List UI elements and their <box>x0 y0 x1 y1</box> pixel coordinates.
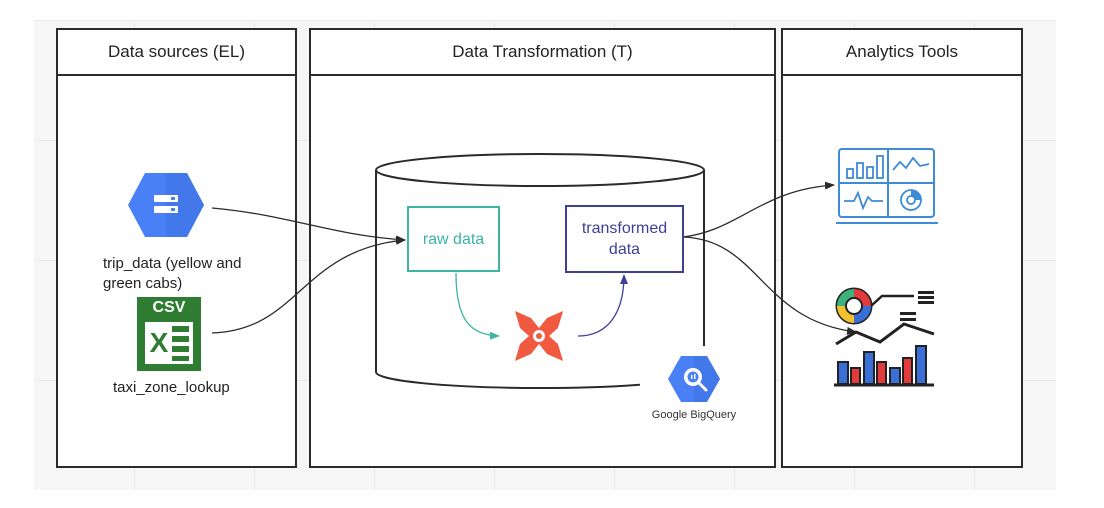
column-header-data-transformation: Data Transformation (T) <box>311 30 774 76</box>
google-bigquery-icon <box>668 356 720 402</box>
arrow-raw-to-dbt <box>455 272 500 340</box>
dbt-tile <box>501 298 577 374</box>
cloud-storage-tile <box>124 166 208 244</box>
arrow-transformed-to-reports <box>682 236 857 335</box>
column-data-sources: Data sources (EL) <box>56 28 297 468</box>
arrow-trip-to-raw <box>211 207 406 244</box>
raw-data-label: raw data <box>422 230 485 248</box>
csv-file-tile: CSV X <box>136 296 202 372</box>
bigquery-tile: Google BigQuery <box>640 346 748 428</box>
analytics-report-icon <box>834 287 935 387</box>
arrow-dbt-to-transformed <box>577 274 628 337</box>
column-header-data-sources: Data sources (EL) <box>58 30 295 76</box>
transformed-data-label-line2: data <box>608 241 641 258</box>
excel-letter: X <box>149 327 169 358</box>
column-analytics-tools: Analytics Tools <box>781 28 1023 468</box>
trip-data-label-line1: trip_data (yellow and <box>103 255 242 272</box>
taxi-zone-label: taxi_zone_lookup <box>113 379 230 396</box>
csv-badge-text: CSV <box>152 299 186 316</box>
transformed-data-label-line1: transformed <box>581 220 668 237</box>
csv-excel-file-icon <box>137 297 201 371</box>
raw-data-box: raw data <box>407 206 500 272</box>
dashboard-icon <box>836 148 938 224</box>
dbt-icon <box>515 311 563 361</box>
arrow-transformed-to-dashboard <box>682 181 835 238</box>
column-header-analytics-tools: Analytics Tools <box>783 30 1021 76</box>
trip-data-label-line2: green cabs) <box>103 275 183 292</box>
transformed-data-box: transformed data <box>565 205 684 273</box>
google-cloud-storage-icon <box>128 173 204 237</box>
arrow-csv-to-raw <box>211 236 406 334</box>
bigquery-caption: Google BigQuery <box>651 409 737 421</box>
